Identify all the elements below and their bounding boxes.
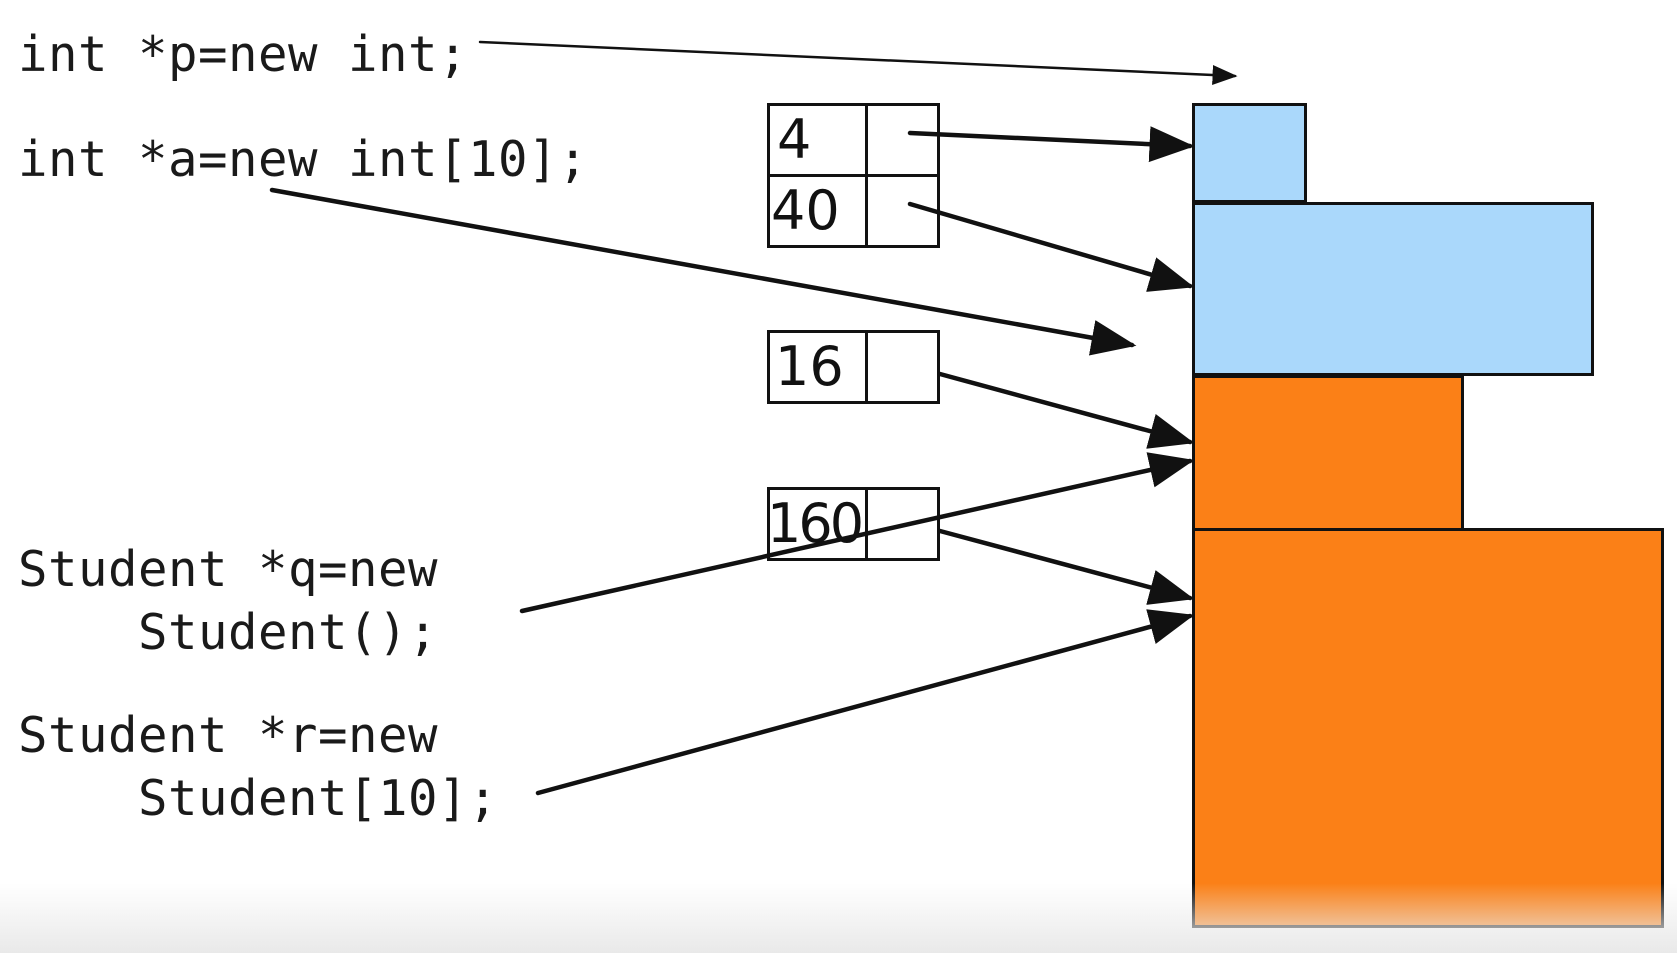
size-cell-student-single <box>767 330 868 404</box>
code-line-int-p: int *p=new int; <box>18 26 469 83</box>
code-line-student-r-1: Student *r=new <box>18 707 439 764</box>
arrow-ptr160-to-student-array <box>937 528 1195 605</box>
arrow-ptr4-to-int <box>907 126 1195 163</box>
pointer-cell-int-single <box>865 103 940 177</box>
code-line-student-q-1: Student *q=new <box>18 541 439 598</box>
heap-block-int-array <box>1192 202 1594 376</box>
size-label-int-array: 40 <box>771 179 840 242</box>
heap-block-student-array <box>1192 528 1664 928</box>
size-label-student-array: 160 <box>767 492 864 555</box>
code-line-student-r-2: Student[10]; <box>18 770 499 827</box>
bottom-fade <box>0 883 1677 953</box>
size-cell-int-single <box>767 103 868 177</box>
arrow-ptr40-to-int-array <box>907 201 1195 292</box>
heap-block-int <box>1192 103 1307 203</box>
arrow-ptr16-to-student <box>937 371 1195 449</box>
code-line-student-q-2: Student(); <box>18 604 439 661</box>
arrow-p-to-int <box>478 40 1238 85</box>
heap-block-student <box>1192 375 1464 531</box>
arrow-a-to-int-array <box>269 187 1137 356</box>
arrow-r-to-student-array <box>535 609 1195 796</box>
size-label-student-single: 16 <box>775 335 844 398</box>
pointer-cell-student-single <box>865 330 940 404</box>
arrow-q-to-student <box>519 452 1195 614</box>
code-line-int-a: int *a=new int[10]; <box>18 131 589 188</box>
size-label-int-single: 4 <box>777 108 812 171</box>
size-cell-int-array <box>767 174 868 248</box>
